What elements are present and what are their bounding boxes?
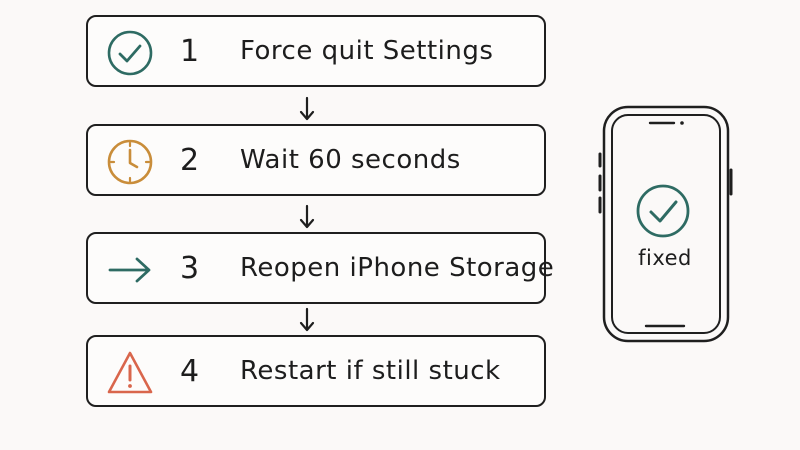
warning-icon xyxy=(106,349,154,397)
step-2-label: Wait 60 seconds xyxy=(240,145,461,175)
step-4-label: Restart if still stuck xyxy=(240,356,501,386)
down-arrow-icon xyxy=(297,204,317,230)
step-4-number: 4 xyxy=(180,353,201,389)
down-arrow-icon xyxy=(297,96,317,122)
step-2-card: 2 Wait 60 seconds xyxy=(86,124,546,196)
step-1-number: 1 xyxy=(180,33,201,69)
check-circle-icon xyxy=(106,29,154,77)
step-1-card: 1 Force quit Settings xyxy=(86,15,546,87)
phone-illustration: fixed xyxy=(596,104,734,344)
step-3-card: 3 Reopen iPhone Storage xyxy=(86,232,554,304)
step-1-label: Force quit Settings xyxy=(240,36,494,66)
down-arrow-icon xyxy=(297,307,317,333)
arrow-right-icon xyxy=(106,246,154,294)
phone-status-label: fixed xyxy=(638,246,692,270)
step-3-number: 3 xyxy=(180,250,201,286)
check-circle-icon xyxy=(634,182,692,240)
clock-icon xyxy=(106,138,154,186)
step-3-label: Reopen iPhone Storage xyxy=(240,253,555,283)
step-2-number: 2 xyxy=(180,142,201,178)
step-4-card: 4 Restart if still stuck xyxy=(86,335,546,407)
